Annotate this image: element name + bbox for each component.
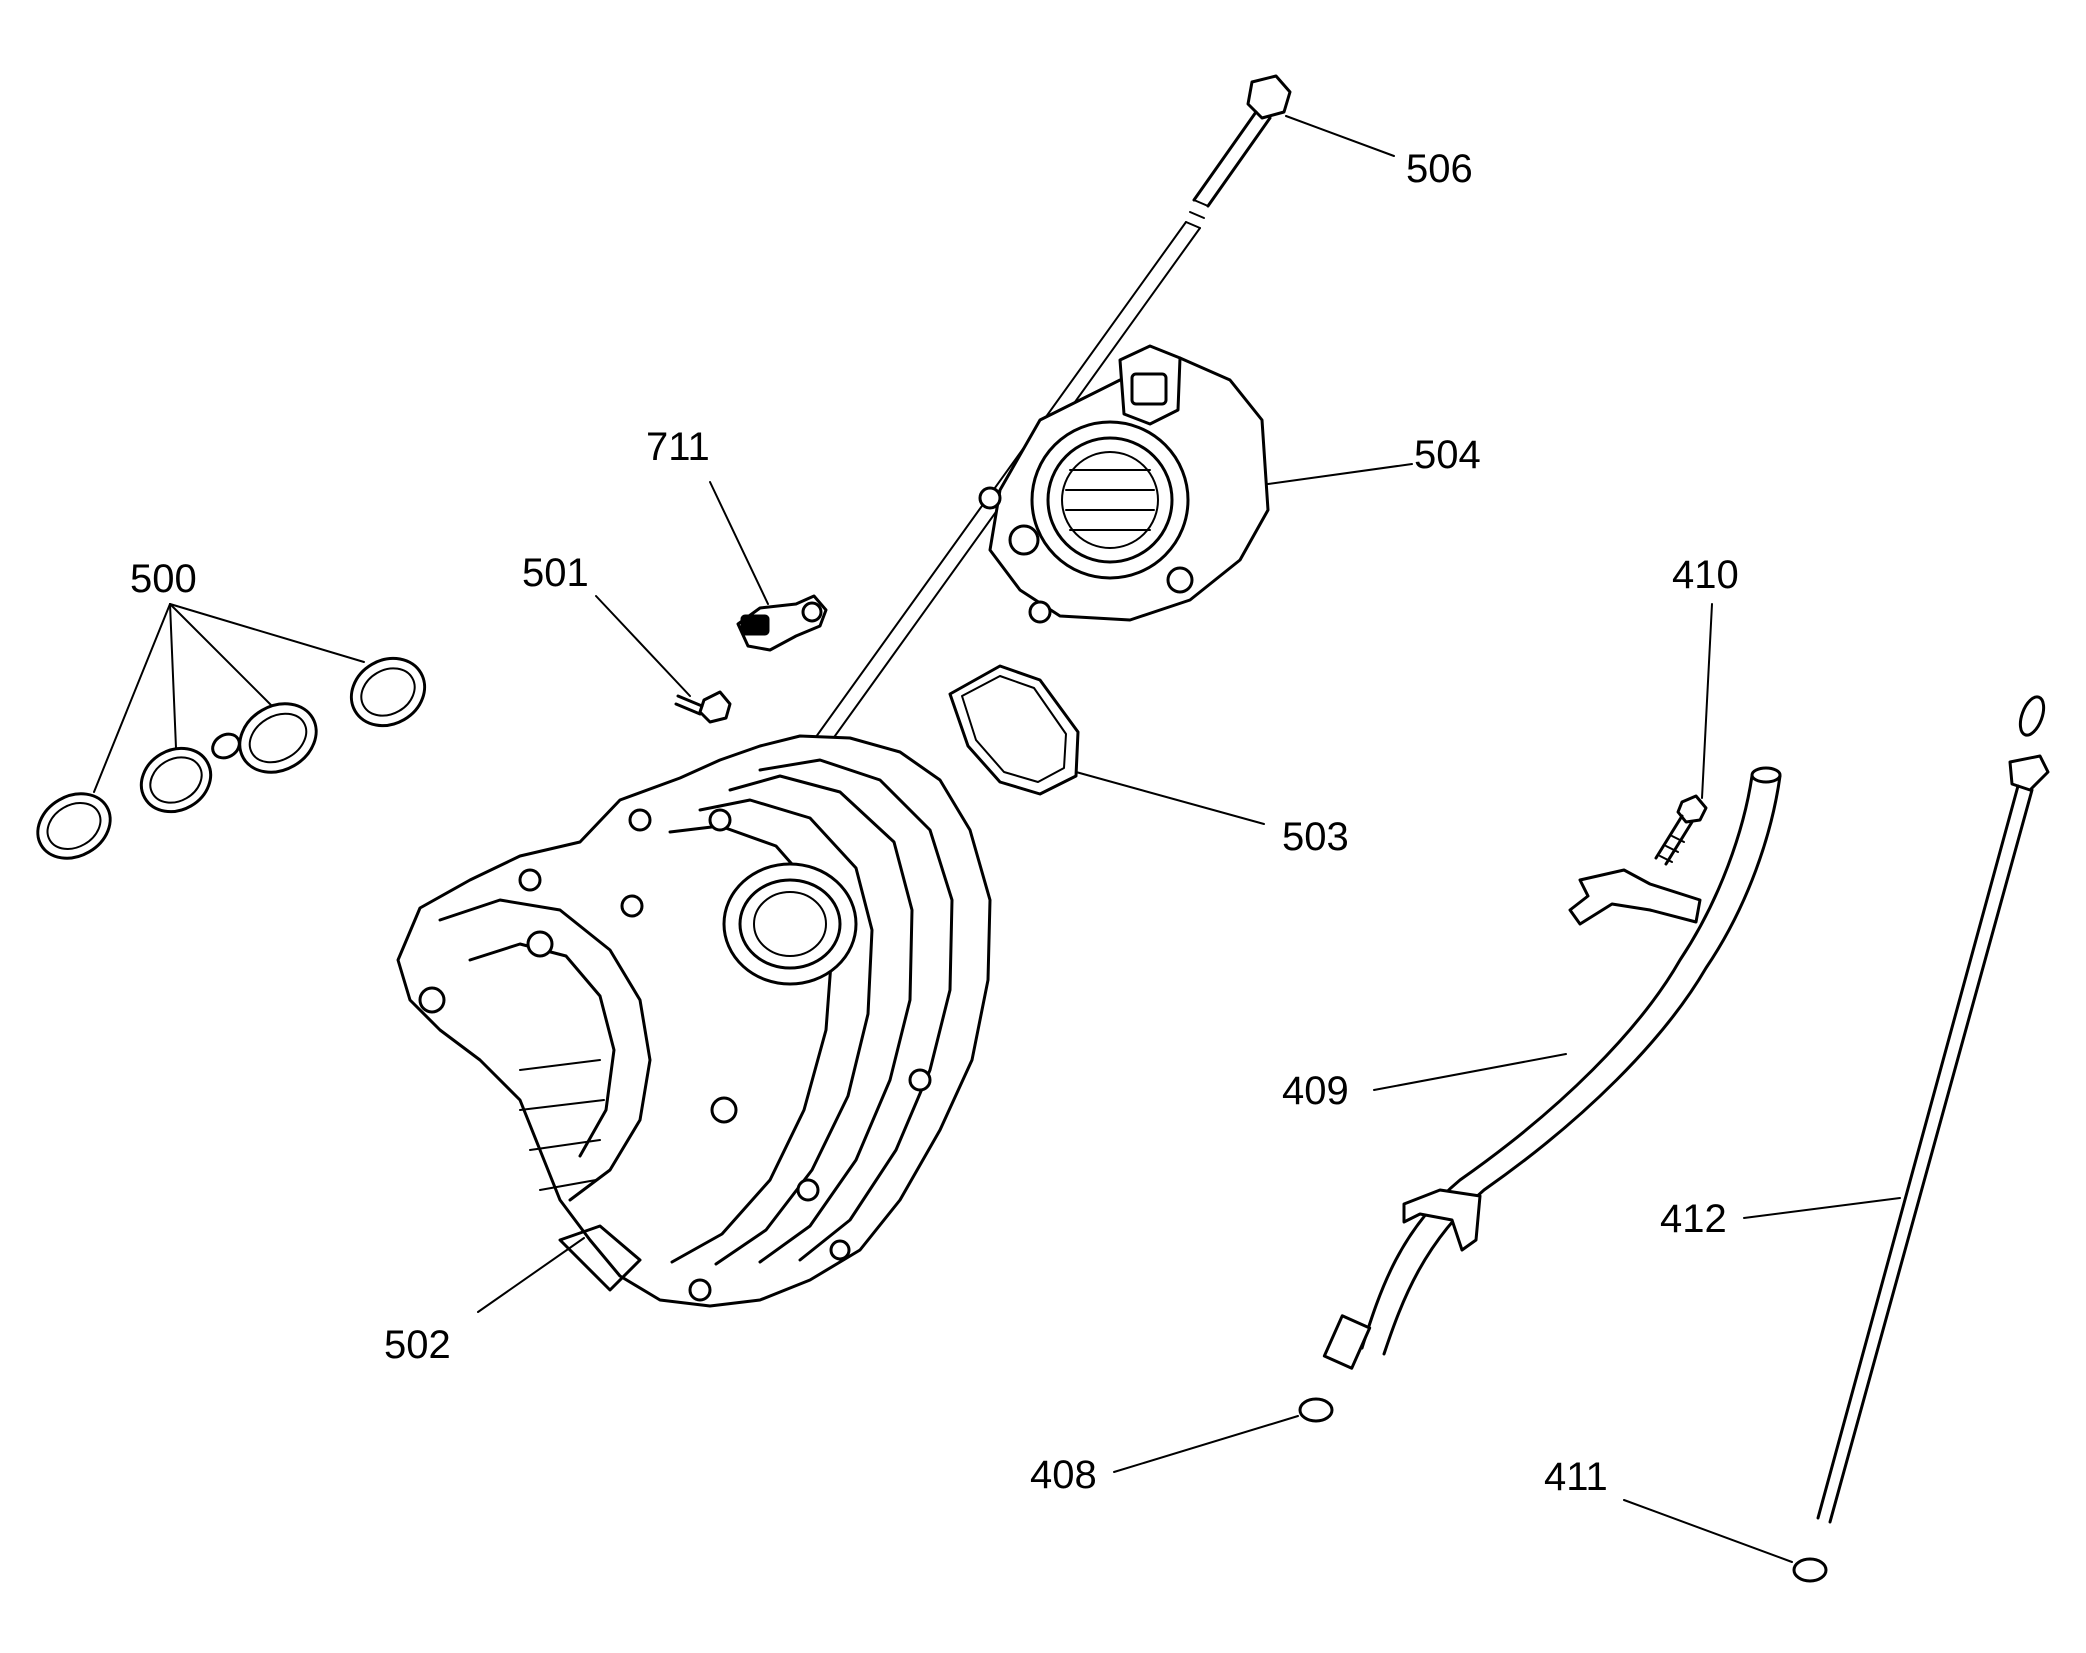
part-502-intake-manifold [396,734,992,1308]
leader-504 [1267,463,1413,485]
part-409-dipstick-tube [1322,766,1782,1370]
leader-711 [709,481,769,605]
part-408-oring [1298,1397,1334,1423]
gasket-ring-2 [139,746,213,814]
part-501-bolt [674,690,732,724]
leader-502 [477,1237,585,1313]
label-408: 408 [1030,1453,1097,1497]
label-506: 506 [1406,147,1473,191]
label-411: 411 [1544,1455,1608,1499]
label-410: 410 [1672,553,1739,597]
label-504: 504 [1414,433,1481,477]
part-503-gasket [948,664,1080,796]
leader-412 [1743,1197,1901,1219]
part-504-throttle-body [978,344,1270,624]
part-500-gaskets [36,656,427,860]
part-711-sensor [736,594,828,652]
leader-411 [1623,1499,1793,1563]
gasket-ring-small [211,732,241,760]
label-503: 503 [1282,815,1349,859]
gasket-ring-3 [238,702,318,774]
label-409: 409 [1282,1069,1349,1113]
leader-501 [595,595,691,697]
part-411-oring [1792,1557,1828,1583]
gasket-ring-1 [36,792,112,860]
leader-408 [1113,1415,1299,1473]
part-412-dipstick [1816,695,2050,1524]
leader-500 [93,603,365,793]
label-412: 412 [1660,1197,1727,1241]
label-502: 502 [384,1323,451,1367]
leader-506 [1285,115,1395,157]
leader-410 [1701,603,1713,799]
gasket-ring-4 [349,656,427,728]
leader-503 [1075,771,1265,825]
label-500: 500 [130,557,197,601]
label-711: 711 [646,425,710,469]
label-501: 501 [522,551,589,595]
part-410-bolt [1654,794,1708,866]
leader-409 [1373,1053,1567,1091]
